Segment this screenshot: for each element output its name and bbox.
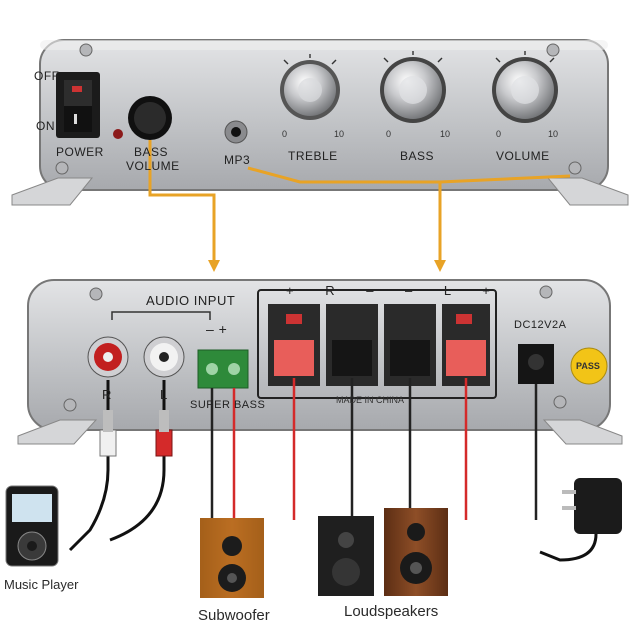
made-in-label: MADE IN CHINA — [336, 395, 405, 405]
speaker-l-positive[interactable] — [446, 340, 486, 376]
volume-scale-min: 0 — [496, 129, 502, 139]
bass-label: BASS — [400, 149, 435, 163]
super-bass-label: SUPER BASS — [190, 399, 266, 411]
mp3-label: MP3 — [224, 153, 251, 167]
rca-plugs — [99, 410, 173, 457]
treble-label: TREBLE — [288, 149, 338, 163]
loudspeaker-left — [318, 516, 374, 596]
bass-volume-label-2: VOLUME — [126, 159, 180, 173]
subwoofer-caption: Subwoofer — [198, 607, 270, 624]
audio-input-label: AUDIO INPUT — [146, 293, 236, 308]
power-label: POWER — [56, 145, 104, 159]
power-adapter — [539, 478, 622, 562]
super-bass-polarity: – + — [206, 321, 228, 337]
treble-scale-max: 10 — [334, 129, 345, 139]
pass-badge-label: PASS — [576, 361, 600, 371]
speaker-l-negative[interactable] — [390, 340, 430, 376]
volume-knob[interactable] — [492, 57, 558, 123]
off-label: OFF — [34, 69, 60, 83]
rca-left-jack[interactable] — [143, 336, 185, 378]
speaker-polarity-label: + R – – L + — [286, 283, 504, 298]
rca-right-jack[interactable] — [87, 336, 129, 378]
treble-scale-min: 0 — [282, 129, 288, 139]
super-bass-terminal[interactable] — [197, 349, 249, 389]
rca-l-label: L — [160, 387, 168, 402]
speaker-r-positive[interactable] — [274, 340, 314, 376]
volume-scale-max: 10 — [548, 129, 559, 139]
loudspeakers-caption: Loudspeakers — [344, 603, 439, 620]
music-player — [5, 485, 59, 567]
front-panel — [11, 39, 629, 206]
pass-badge — [570, 347, 608, 385]
bass-volume-label-1: BASS — [134, 145, 169, 159]
bass-scale-max: 10 — [440, 129, 451, 139]
volume-label: VOLUME — [496, 149, 550, 163]
wires — [68, 140, 571, 552]
bass-scale-min: 0 — [386, 129, 392, 139]
treble-knob[interactable] — [280, 60, 340, 120]
speaker-r-negative[interactable] — [332, 340, 372, 376]
on-label: ON — [36, 119, 55, 133]
dc-rating-label: DC12V2A — [514, 319, 567, 331]
loudspeaker-right — [384, 508, 448, 596]
music-player-caption: Music Player — [4, 577, 79, 592]
bass-knob[interactable] — [380, 57, 446, 123]
rca-r-label: R — [102, 387, 112, 402]
subwoofer — [200, 518, 264, 598]
rear-panel — [17, 279, 623, 445]
power-led — [113, 129, 123, 139]
speaker-terminal-block — [268, 304, 490, 386]
